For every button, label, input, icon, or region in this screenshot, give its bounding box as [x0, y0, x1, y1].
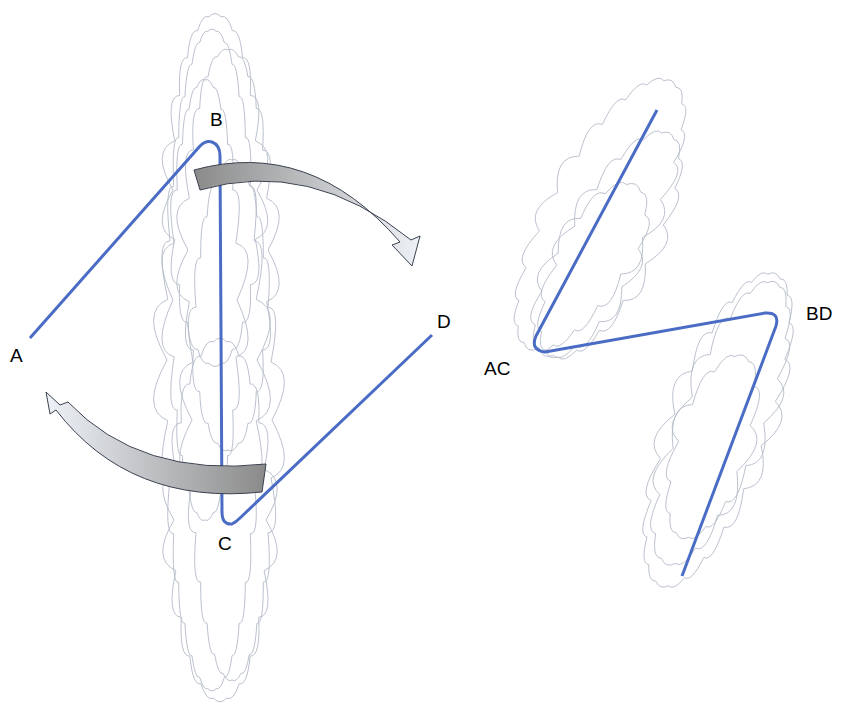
rotation-arrow-upper: [194, 162, 420, 266]
rotation-arrow-lower: [46, 392, 266, 494]
cloud-outlines: [154, 14, 794, 702]
cloud-outline: [650, 355, 759, 565]
cloud-outline: [531, 182, 650, 358]
fold-line-left: [30, 142, 432, 525]
cloud-outline: [180, 159, 285, 680]
point-label: BD: [806, 304, 832, 323]
cloud-outline: [154, 29, 271, 691]
cloud-outline: [177, 49, 279, 451]
cloud-outline: [162, 80, 248, 521]
cloud-outline: [162, 14, 268, 367]
point-label: C: [218, 534, 232, 553]
point-label: AC: [484, 359, 510, 378]
fold-line-right: [534, 110, 777, 576]
point-label: D: [437, 312, 451, 331]
cloud-outline: [538, 131, 683, 359]
point-label: A: [10, 346, 23, 365]
point-label: B: [210, 110, 223, 129]
